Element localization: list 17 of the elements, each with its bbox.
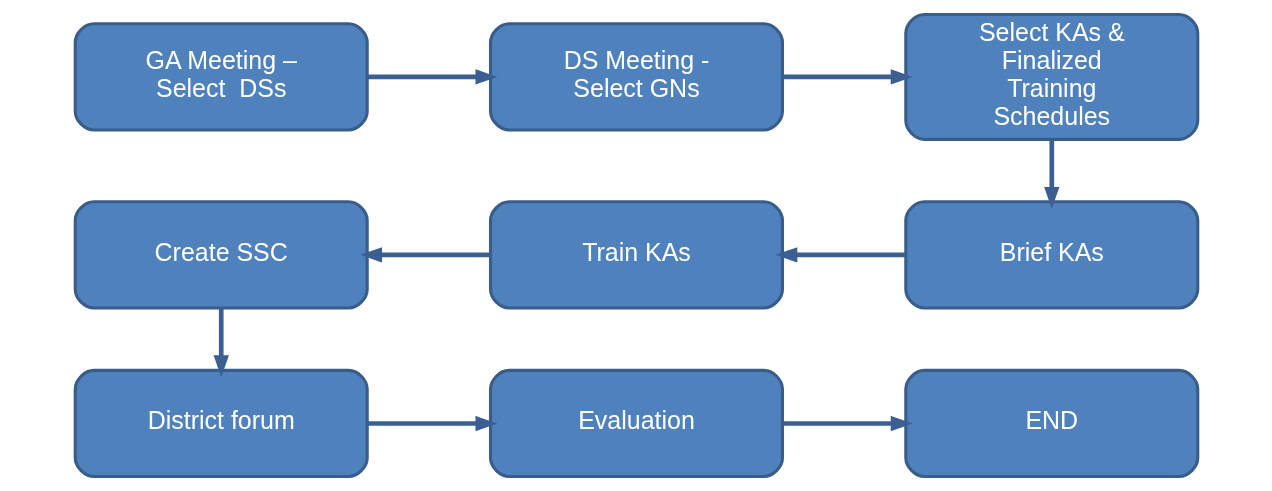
arrow: [782, 415, 913, 432]
node-box: District forum: [73, 368, 369, 479]
arrow: [782, 69, 913, 85]
arrow: [213, 308, 229, 378]
node-box: Create SSC: [73, 200, 369, 310]
node-box: GA Meeting – Select DSs: [73, 22, 369, 132]
arrow: [359, 247, 490, 263]
node-box: Brief KAs: [903, 200, 1199, 310]
node-box: DS Meeting - Select GNs: [488, 22, 784, 132]
arrow: [366, 415, 497, 432]
arrow: [774, 247, 906, 263]
node-box: Train KAs: [488, 200, 784, 310]
arrow: [366, 69, 497, 85]
node-box: END: [903, 368, 1199, 479]
node-box: Select KAs & Finalized Training Schedules: [903, 12, 1199, 141]
arrow: [1043, 139, 1059, 209]
node-box: Evaluation: [488, 368, 784, 479]
